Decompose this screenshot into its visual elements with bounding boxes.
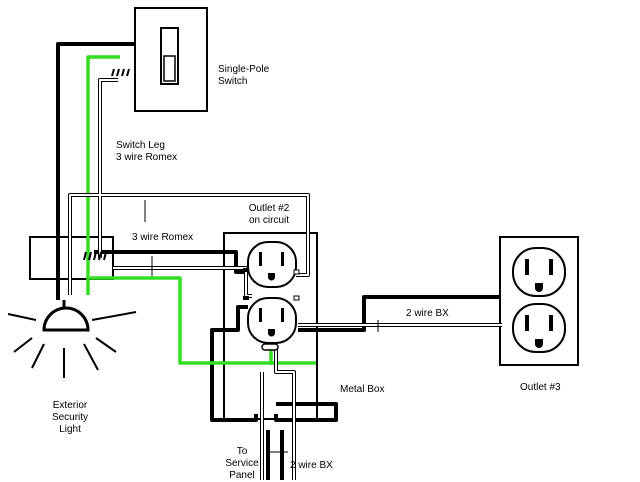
romex-label: 3 wire Romex [132, 232, 194, 243]
switch-label-line1: Single-Pole [218, 64, 270, 75]
bx-bottom-label: 2 wire BX [290, 460, 333, 471]
switch-label: Single-Pole Switch [218, 64, 269, 88]
service-bx-cable [266, 430, 284, 480]
outlet-2-line1: Outlet #2 [248, 203, 290, 214]
security-light-line2: Security [51, 412, 89, 423]
outlet-2 [243, 241, 300, 351]
outlet-2-label: Outlet #2 on circuit [240, 203, 298, 227]
metal-box-label: Metal Box [340, 384, 385, 395]
switch-leg-line2: 3 wire Romex [116, 152, 178, 163]
hot-wires [56, 42, 500, 422]
security-light-label: Exterior Security Light [40, 400, 100, 436]
service-panel-line2: Service [225, 458, 259, 469]
service-panel-line1: To [236, 446, 248, 457]
switch-leg-label: Switch Leg 3 wire Romex [116, 140, 177, 164]
outlet-3 [499, 236, 579, 366]
security-light-line1: Exterior [52, 400, 88, 411]
switch-label-line2: Switch [218, 76, 248, 87]
security-light [7, 300, 137, 378]
bx-right-label: 2 wire BX [406, 308, 449, 319]
service-panel-line3: Panel [229, 470, 255, 481]
security-light-line3: Light [59, 424, 81, 435]
outlet-3-label: Outlet #3 [520, 382, 561, 393]
switch-leg-line1: Switch Leg [116, 140, 165, 151]
single-pole-switch [134, 7, 208, 112]
outlet-2-line2: on circuit [248, 215, 289, 226]
wire-nuts [83, 68, 130, 261]
service-panel-label: To Service Panel [222, 446, 262, 482]
